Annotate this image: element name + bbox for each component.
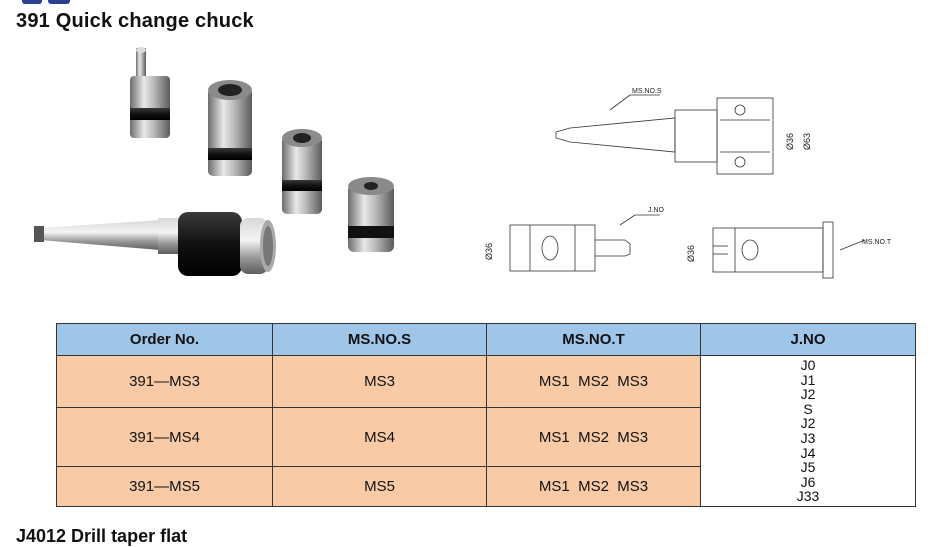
dim-collet-j: Ø36 (484, 243, 494, 260)
j-item: J5 (800, 459, 816, 476)
cell-j-list: J0 J1 J2 S J2 J3 J4 J5 J6 J33 (700, 355, 916, 507)
collet-short (282, 129, 322, 214)
cell-ms-s: MS5 (272, 466, 487, 507)
header-ms-no-s: MS.NO.S (272, 323, 487, 356)
page-title: 391 Quick change chuck (16, 10, 254, 32)
collet-j-drawing (509, 214, 660, 272)
j-item: J2 (800, 415, 816, 432)
cell-order: 391—MS4 (56, 407, 273, 467)
chuck-drawing (555, 94, 774, 175)
cell-ms-t: MS1 MS2 MS3 (486, 355, 701, 408)
j-item: J6 (800, 473, 816, 490)
dim-inner: Ø36 (785, 133, 795, 150)
dim-outer: Ø63 (802, 133, 812, 150)
chuck-body (34, 212, 276, 276)
collet-small (130, 47, 170, 138)
label-ms-no-t: MS.NO.T (862, 239, 892, 246)
j-item: J33 (796, 488, 820, 505)
table-row: 391—MS5 MS5 MS1 MS2 MS3 (56, 466, 916, 507)
table-header-row: Order No. MS.NO.S MS.NO.T J.NO (56, 323, 916, 356)
product-photo (34, 47, 322, 276)
j-item: J3 (800, 430, 816, 446)
cell-ms-t: MS1 MS2 MS3 (486, 407, 701, 467)
label-ms-no-s: MS.NO.S (632, 88, 662, 95)
j-item: S (803, 400, 813, 417)
table-row: 391—MS4 MS4 MS1 MS2 MS3 (56, 407, 916, 467)
cell-order: 391—MS3 (56, 355, 273, 408)
j-item: J4 (800, 444, 816, 461)
dim-collet-t: Ø36 (686, 245, 696, 262)
collet-medium (208, 80, 252, 176)
top-accent-bar (0, 0, 90, 4)
j-item: J0 (800, 357, 816, 374)
header-ms-no-t: MS.NO.T (486, 323, 701, 356)
j-item: J1 (800, 371, 816, 388)
collet-t-drawing (712, 221, 866, 279)
header-j-no: J.NO (700, 323, 916, 356)
technical-drawings: MS.NO.S Ø36 Ø63 J.NO Ø36 MS.NO.T Ø36 (484, 88, 892, 279)
table-row: 391—MS3 MS3 MS1 MS2 MS3 J0 J1 J2 S J2 J3… (56, 355, 916, 507)
collet-fourth-photo (348, 177, 394, 252)
cell-ms-t: MS1 MS2 MS3 (486, 466, 701, 507)
header-order-no: Order No. (56, 323, 273, 356)
spec-table: Order No. MS.NO.S MS.NO.T J.NO 391—MS3 M… (56, 323, 916, 507)
label-j-no: J.NO (648, 207, 665, 214)
next-section-title: J4012 Drill taper flat (16, 526, 188, 546)
cell-ms-s: MS4 (272, 407, 487, 467)
cell-ms-s: MS3 (272, 355, 487, 408)
cell-order: 391—MS5 (56, 466, 273, 507)
j-item: J2 (800, 386, 816, 403)
